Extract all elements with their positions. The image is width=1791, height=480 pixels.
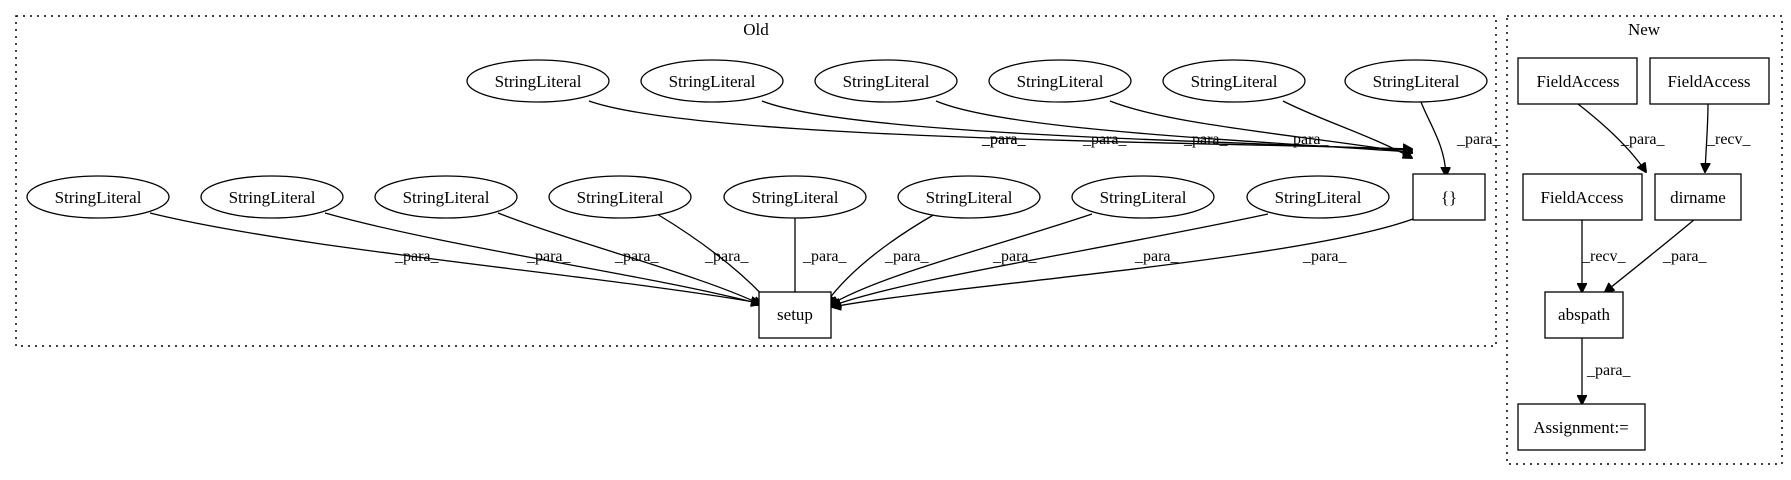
edge-top3-braces: _para_	[935, 100, 1412, 152]
svg-text:_para_: _para_	[884, 248, 930, 265]
svg-text:_recv_: _recv_	[1706, 131, 1752, 148]
node-string-literal[interactable]: StringLiteral	[200, 175, 344, 219]
edge-braces-setup: _para_	[832, 218, 1414, 307]
svg-text:StringLiteral: StringLiteral	[752, 188, 839, 207]
node-string-literal[interactable]: StringLiteral	[723, 175, 867, 219]
edge-top6-braces: _para_	[1420, 101, 1502, 176]
svg-text:_para_: _para_	[1183, 131, 1229, 148]
node-string-literal[interactable]: StringLiteral	[897, 175, 1041, 219]
edge-fa2-dirname: _recv_	[1705, 103, 1752, 172]
edge-bot8-setup: _para_	[832, 213, 1269, 306]
svg-text:_para_: _para_	[394, 248, 440, 265]
svg-text:StringLiteral: StringLiteral	[495, 72, 582, 91]
edge-bot5-setup: _para_	[795, 214, 848, 303]
svg-text:StringLiteral: StringLiteral	[1017, 72, 1104, 91]
svg-text:_para_: _para_	[1134, 248, 1180, 265]
svg-text:_para_: _para_	[1082, 131, 1128, 148]
svg-text:StringLiteral: StringLiteral	[669, 72, 756, 91]
node-string-literal[interactable]: StringLiteral	[1344, 59, 1488, 103]
node-string-literal[interactable]: StringLiteral	[814, 59, 958, 103]
svg-text:StringLiteral: StringLiteral	[55, 188, 142, 207]
node-string-literal[interactable]: StringLiteral	[988, 59, 1132, 103]
svg-text:_para_: _para_	[1302, 248, 1348, 265]
svg-text:_para_: _para_	[1586, 362, 1632, 379]
cluster-old: Old	[15, 15, 1497, 347]
svg-text:StringLiteral: StringLiteral	[843, 72, 930, 91]
node-string-literal[interactable]: StringLiteral	[548, 175, 692, 219]
svg-text:StringLiteral: StringLiteral	[1373, 72, 1460, 91]
svg-text:_para_: _para_	[981, 131, 1027, 148]
edge-bot3-setup: _para_	[497, 212, 762, 305]
svg-text:_para_: _para_	[802, 248, 848, 265]
svg-text:StringLiteral: StringLiteral	[1275, 188, 1362, 207]
svg-text:{}: {}	[1441, 188, 1457, 207]
edge-dirname-abspath: _para_	[1605, 218, 1708, 292]
edge-bot1-setup: _para_	[149, 212, 760, 303]
edge-fa1-dirname: _para_	[1577, 103, 1666, 172]
svg-text:StringLiteral: StringLiteral	[1100, 188, 1187, 207]
node-string-literal[interactable]: StringLiteral	[1071, 175, 1215, 219]
svg-text:_para_: _para_	[1456, 131, 1502, 148]
edge-bot6-setup: _para_	[826, 213, 936, 303]
edge-top5-braces: _para_	[1282, 100, 1412, 158]
node-string-literal[interactable]: StringLiteral	[466, 59, 610, 103]
node-string-literal[interactable]: StringLiteral	[1162, 59, 1306, 103]
node-field-access[interactable]: FieldAccess	[1649, 57, 1770, 105]
node-setup[interactable]: setup	[758, 291, 832, 339]
svg-text:FieldAccess: FieldAccess	[1540, 188, 1623, 207]
svg-text:StringLiteral: StringLiteral	[926, 188, 1013, 207]
cluster-new-label: New	[1628, 20, 1661, 39]
svg-text:_para_: _para_	[1284, 131, 1330, 148]
node-field-access[interactable]: FieldAccess	[1517, 57, 1638, 105]
node-dirname[interactable]: dirname	[1654, 173, 1742, 221]
svg-text:_para_: _para_	[1620, 131, 1666, 148]
edge-bot7-setup: _para_	[830, 213, 1093, 305]
svg-text:dirname: dirname	[1670, 188, 1726, 207]
node-string-literal[interactable]: StringLiteral	[26, 175, 170, 219]
edge-bot2-setup: _para_	[324, 212, 760, 304]
cluster-new: New	[1506, 15, 1783, 465]
node-abspath[interactable]: abspath	[1544, 291, 1624, 339]
svg-text:StringLiteral: StringLiteral	[229, 188, 316, 207]
node-string-literal[interactable]: StringLiteral	[1246, 175, 1390, 219]
cluster-old-label: Old	[743, 20, 769, 39]
svg-text:_para_: _para_	[1662, 248, 1708, 265]
svg-text:FieldAccess: FieldAccess	[1667, 72, 1750, 91]
svg-text:setup: setup	[777, 305, 813, 324]
node-field-access[interactable]: FieldAccess	[1522, 173, 1643, 221]
edge-fa3-abspath: _recv_	[1581, 219, 1627, 292]
node-assignment[interactable]: Assignment:=	[1517, 403, 1646, 451]
edge-abspath-assign: _para_	[1582, 338, 1632, 404]
svg-text:StringLiteral: StringLiteral	[577, 188, 664, 207]
svg-text:_para_: _para_	[981, 131, 1027, 148]
node-string-literal[interactable]: StringLiteral	[374, 175, 518, 219]
svg-text:abspath: abspath	[1558, 305, 1610, 324]
svg-text:_para_: _para_	[614, 248, 660, 265]
svg-text:_recv_: _recv_	[1581, 248, 1627, 265]
svg-text:_para_: _para_	[704, 248, 750, 265]
svg-text:_para_: _para_	[526, 248, 572, 265]
node-string-literal[interactable]: StringLiteral	[640, 59, 784, 103]
svg-text:StringLiteral: StringLiteral	[403, 188, 490, 207]
svg-text:StringLiteral: StringLiteral	[1191, 72, 1278, 91]
svg-text:_para_: _para_	[992, 248, 1038, 265]
node-braces[interactable]: {}	[1412, 173, 1486, 221]
svg-text:FieldAccess: FieldAccess	[1536, 72, 1619, 91]
svg-text:Assignment:=: Assignment:=	[1533, 418, 1629, 437]
edge-top4-braces: _para_	[1109, 100, 1412, 153]
